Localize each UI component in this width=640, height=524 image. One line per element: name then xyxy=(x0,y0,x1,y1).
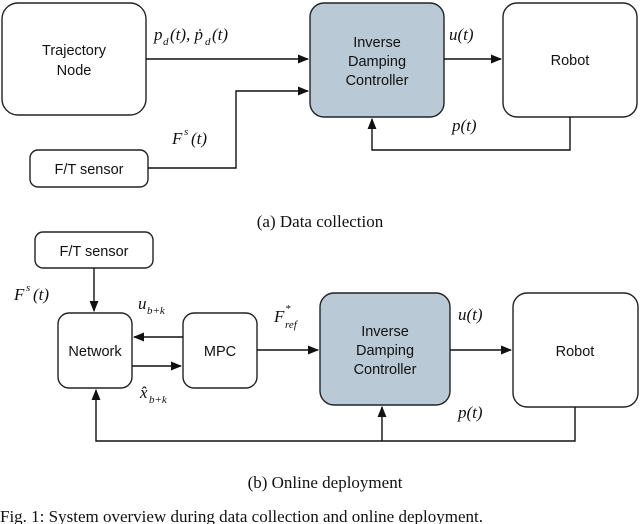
label-u-b: u(t) xyxy=(458,305,483,324)
svg-text:x̂: x̂ xyxy=(139,383,148,402)
svg-text:(t), ṗ: (t), ṗ xyxy=(170,25,203,44)
ft-sensor-a-label: F/T sensor xyxy=(54,162,123,178)
svg-text:b+k: b+k xyxy=(147,305,166,317)
label-p-a: p(t) xyxy=(451,116,477,135)
network-label: Network xyxy=(68,344,122,360)
label-fs-b: F s (t) xyxy=(13,282,49,304)
svg-text:(t): (t) xyxy=(212,25,228,44)
label-u-a: u(t) xyxy=(449,25,474,44)
mpc-label: MPC xyxy=(204,344,236,360)
svg-text:d: d xyxy=(205,36,211,48)
svg-text:ref: ref xyxy=(285,319,299,331)
svg-text:p(t): p(t) xyxy=(457,403,483,422)
label-fs-a: F s (t) xyxy=(171,126,207,148)
svg-text:u(t): u(t) xyxy=(449,25,474,44)
idc-b-label-1: Inverse xyxy=(361,324,409,340)
label-p-b: p(t) xyxy=(457,403,483,422)
arrow-robot-feedback-a xyxy=(367,117,571,151)
diagram-a: Trajectory Node Inverse Damping Controll… xyxy=(1,2,638,231)
idc-a-label-1: Inverse xyxy=(353,35,401,51)
robot-b-label: Robot xyxy=(556,344,595,360)
ft-sensor-b-label: F/T sensor xyxy=(59,244,128,260)
label-pd: p d (t), ṗ d (t) xyxy=(153,25,228,48)
svg-text:p: p xyxy=(153,25,163,44)
label-x-bk: x̂ b+k xyxy=(139,383,168,406)
svg-text:s: s xyxy=(184,126,188,138)
svg-text:F: F xyxy=(273,307,285,326)
arrow-ft-to-idc xyxy=(148,86,310,169)
trajectory-node-label-2: Node xyxy=(57,63,92,79)
svg-text:u(t): u(t) xyxy=(458,305,483,324)
svg-text:b+k: b+k xyxy=(149,394,168,406)
idc-b-label-2: Damping xyxy=(356,343,414,359)
svg-text:(t): (t) xyxy=(191,129,207,148)
network-box xyxy=(57,312,133,389)
idc-a-label-2: Damping xyxy=(348,54,406,70)
idc-box-b xyxy=(319,292,451,406)
svg-text:F: F xyxy=(13,285,25,304)
figure-caption: Fig. 1: System overview during data coll… xyxy=(0,507,483,524)
svg-text:*: * xyxy=(285,303,291,315)
svg-text:F: F xyxy=(171,129,183,148)
svg-text:u: u xyxy=(138,294,147,313)
svg-text:d: d xyxy=(163,36,169,48)
trajectory-node-box xyxy=(1,2,147,116)
caption-a: (a) Data collection xyxy=(257,212,384,231)
label-u-bk: u b+k xyxy=(138,294,166,317)
svg-text:s: s xyxy=(26,282,30,294)
arrow-robot-to-network xyxy=(91,388,576,442)
robot-a-label: Robot xyxy=(551,53,590,69)
caption-b: (b) Online deployment xyxy=(248,473,403,492)
idc-b-label-3: Controller xyxy=(354,362,417,378)
svg-text:(t): (t) xyxy=(33,285,49,304)
label-fref: F * ref xyxy=(273,303,299,331)
trajectory-node-label-1: Trajectory xyxy=(42,43,107,59)
idc-a-label-3: Controller xyxy=(346,73,409,89)
svg-text:p(t): p(t) xyxy=(451,116,477,135)
idc-box-a xyxy=(309,2,445,118)
diagram-b: F/T sensor Network MPC Inverse Damping C… xyxy=(13,231,639,492)
